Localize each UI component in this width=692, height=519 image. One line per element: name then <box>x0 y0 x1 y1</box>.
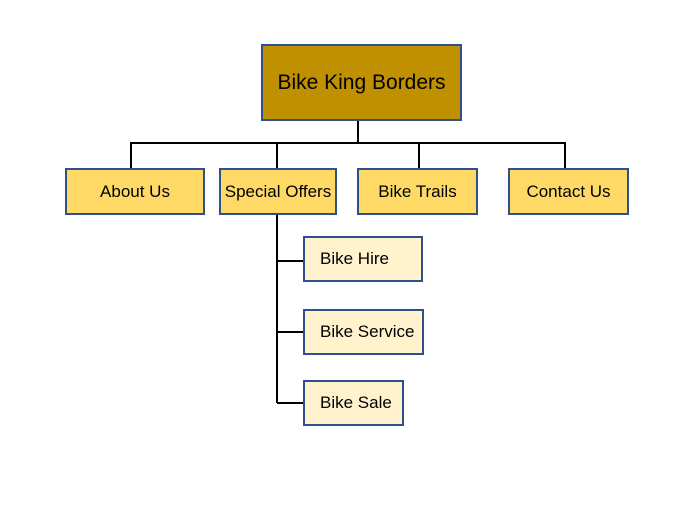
node-contact-us: Contact Us <box>508 168 629 215</box>
node-label: Bike Service <box>320 322 415 341</box>
node-bike-sale: Bike Sale <box>303 380 404 426</box>
node-special-offers: Special Offers <box>219 168 337 215</box>
node-bike-hire: Bike Hire <box>303 236 423 282</box>
node-bike-service: Bike Service <box>303 309 424 355</box>
node-bike-king-borders: Bike King Borders <box>261 44 462 121</box>
node-label: Bike King Borders <box>277 70 446 94</box>
node-label: Bike Trails <box>378 181 457 201</box>
node-bike-trails: Bike Trails <box>357 168 478 215</box>
node-label: Bike Sale <box>320 393 392 412</box>
node-label: Bike Hire <box>320 249 389 268</box>
node-label: About Us <box>100 181 170 201</box>
node-label: Special Offers <box>224 181 332 201</box>
node-about-us: About Us <box>65 168 205 215</box>
node-label: Contact Us <box>526 181 611 201</box>
